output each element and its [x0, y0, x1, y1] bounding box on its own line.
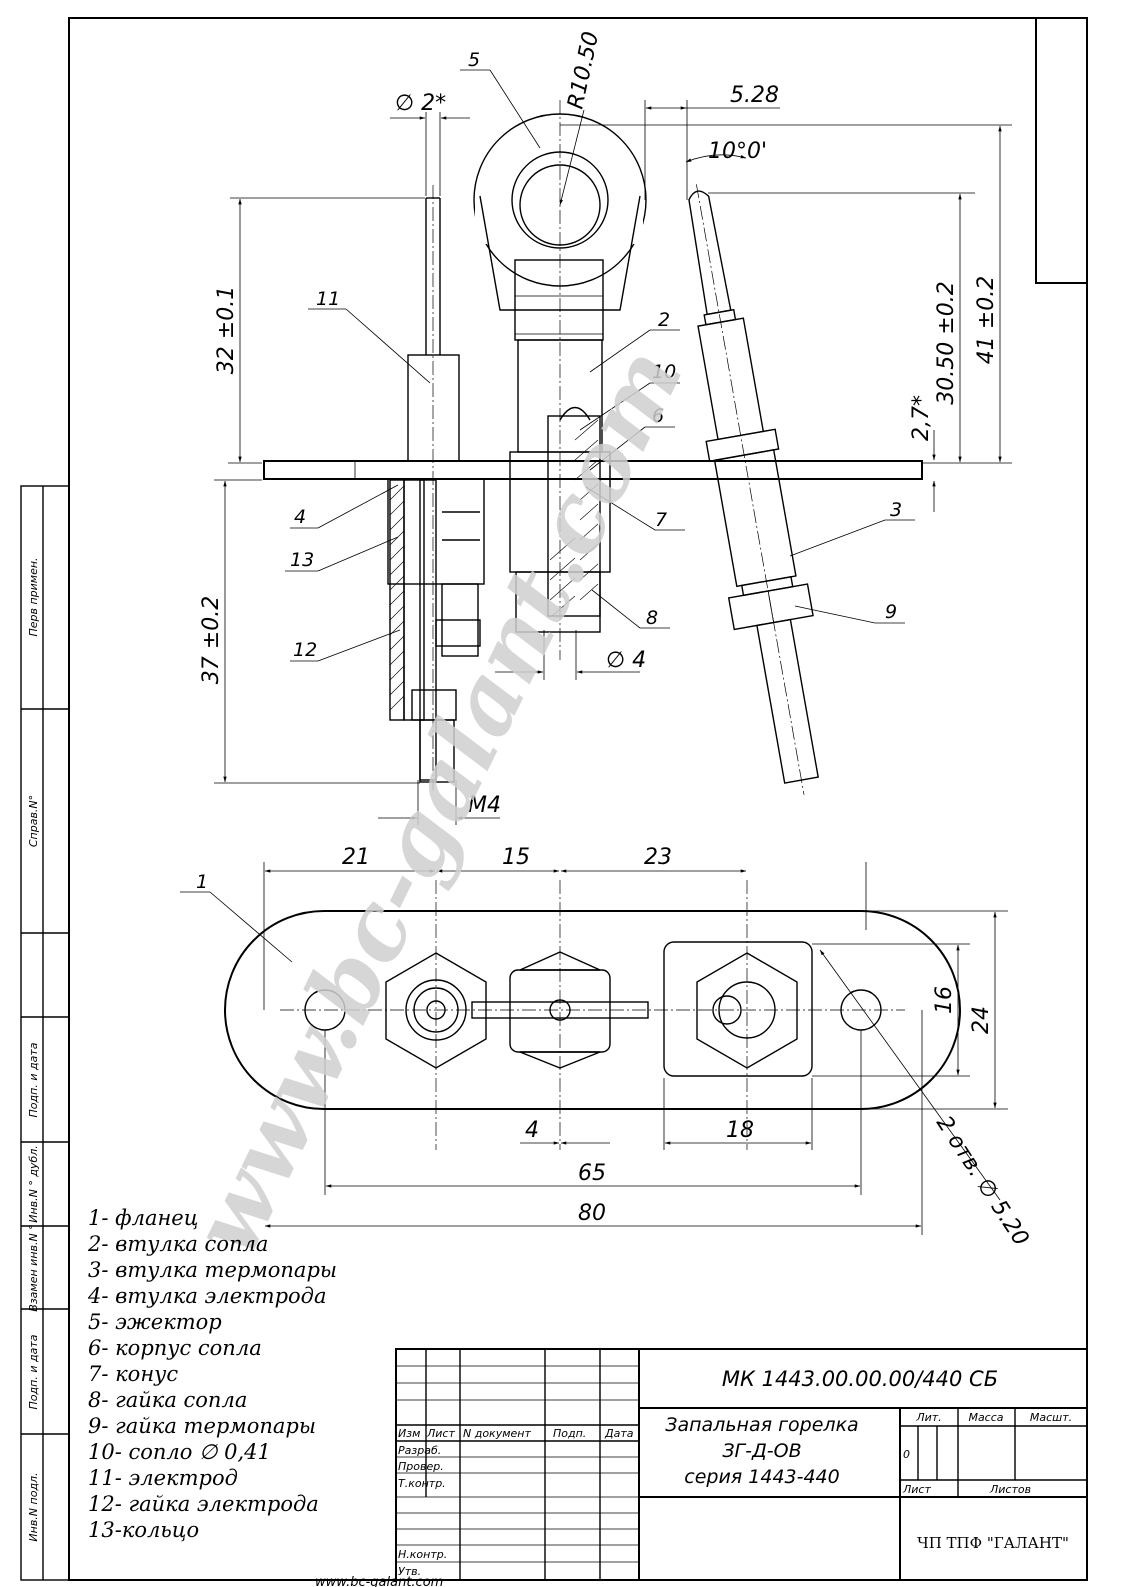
legend-item-8: 8- гайка сопла: [88, 1388, 247, 1412]
dim-30-50: 30.50 ±0.2: [934, 281, 959, 404]
tb-lit-value: 0: [903, 1448, 910, 1461]
legend-item-12: 12- гайка электрода: [88, 1492, 319, 1516]
tb-sheet: Лист: [902, 1483, 931, 1496]
title-block: Изм Лист N документ Подп. Дата Разраб. П…: [395, 1348, 1088, 1581]
tb-col-ndoc: N документ: [463, 1427, 531, 1440]
leader-9: 9: [885, 601, 897, 623]
leader-3: 3: [890, 499, 902, 521]
dim-18: 18: [726, 1118, 754, 1143]
dim-m4: M4: [468, 793, 501, 818]
stamp-podp-data-2: Подп. и дата: [27, 1334, 40, 1409]
legend-item-10: 10- сопло ∅ 0,41: [88, 1440, 271, 1464]
legend-item-5: 5- эжектор: [88, 1310, 222, 1334]
tb-designation: МК 1443.00.00.00/440 СБ: [722, 1367, 998, 1391]
tb-row-nkontr: Н.контр.: [398, 1548, 447, 1561]
tb-row-tkontr: Т.контр.: [398, 1477, 446, 1490]
stamp-inv-podl: Инв.N подл.: [27, 1472, 40, 1541]
side-stamp: Перв примен. Справ.N° Подп. и дата Инв.N…: [20, 485, 70, 1581]
dim-24: 24: [969, 1006, 994, 1034]
dim-diameter-4: ∅ 4: [606, 648, 646, 673]
tb-row-prover: Провер.: [398, 1460, 444, 1473]
dim-16: 16: [932, 986, 957, 1014]
leader-13: 13: [290, 549, 314, 571]
leader-8: 8: [646, 607, 658, 629]
dim-5-28: 5.28: [730, 83, 779, 108]
dim-80: 80: [578, 1201, 606, 1226]
tb-sheets: Листов: [989, 1483, 1031, 1496]
dim-37: 37 ±0.2: [199, 596, 224, 684]
legend-item-3: 3- втулка термопары: [88, 1258, 337, 1282]
dim-radius-10-50: R10.50: [563, 29, 604, 111]
leader-7: 7: [655, 509, 667, 531]
legend-item-6: 6- корпус сопла: [88, 1336, 262, 1360]
tb-masshtab: Масшт.: [1030, 1411, 1072, 1424]
front-view: [263, 100, 923, 795]
watermark: www.bc-galant.com: [171, 331, 704, 1271]
leader-1: 1: [196, 871, 208, 893]
dim-41: 41 ±0.2: [974, 276, 999, 364]
stamp-inv-dubl: Инв.N ° дубл.: [27, 1145, 40, 1223]
tb-organization: ЧП ТПФ "ГАЛАНТ": [917, 1534, 1069, 1552]
stamp-perv-primen: Перв примен.: [27, 557, 40, 636]
dim-2-7: 2,7*: [909, 395, 934, 441]
legend-item-4: 4- втулка электрода: [87, 1284, 327, 1308]
dim-32: 32 ±0.1: [214, 286, 239, 374]
leader-12: 12: [293, 639, 317, 661]
legend-item-13: 13-кольцо: [88, 1518, 199, 1542]
leader-2: 2: [658, 309, 670, 331]
dim-diameter-2: ∅ 2*: [395, 91, 446, 116]
legend-item-9: 9- гайка термопары: [88, 1414, 316, 1438]
leader-6: 6: [652, 405, 664, 427]
dim-21: 21: [342, 845, 370, 870]
dimension-lines: [214, 100, 1012, 1235]
tb-massa: Масса: [968, 1411, 1003, 1424]
legend-item-7: 7- конус: [88, 1362, 178, 1386]
tb-col-izm: Изм: [398, 1427, 420, 1440]
tb-name-line3: серия 1443-440: [684, 1466, 840, 1488]
legend-item-1: 1- фланец: [88, 1206, 198, 1230]
stamp-vzamen-inv: Взамен инв.N °: [27, 1224, 40, 1311]
leader-4: 4: [294, 506, 306, 528]
dim-holes: 2 отв. ∅ 5.20: [931, 1112, 1033, 1251]
dim-23: 23: [644, 845, 672, 870]
part-leaders: 5 11 2 10 6 4 13 7 3 8 9 12 1: [180, 49, 915, 963]
legend-item-11: 11- электрод: [88, 1466, 238, 1490]
tb-col-list: Лист: [426, 1427, 455, 1440]
leader-5: 5: [468, 49, 480, 71]
dim-angle-10: 10°0': [708, 139, 767, 164]
dim-65: 65: [578, 1161, 606, 1186]
tb-row-utv: Утв.: [398, 1565, 421, 1578]
thermocouple-assembly: [688, 184, 819, 795]
nozzle-body-hatch: [549, 419, 599, 617]
parts-legend: 1- фланец 2- втулка сопла 3- втулка терм…: [87, 1206, 337, 1542]
dim-15: 15: [502, 845, 530, 870]
tb-row-razrab: Разраб.: [398, 1444, 441, 1457]
stamp-podp-data-1: Подп. и дата: [27, 1042, 40, 1117]
tb-lit: Лит.: [915, 1411, 941, 1424]
tb-col-data: Дата: [604, 1427, 634, 1440]
leader-10: 10: [652, 361, 676, 383]
electrode-sleeve-hatch: [389, 479, 405, 721]
tb-col-podp: Подп.: [553, 1427, 586, 1440]
dim-4: 4: [525, 1118, 539, 1143]
leader-11: 11: [316, 288, 340, 310]
stamp-sprav-n: Справ.N°: [27, 795, 40, 847]
footer-url: www.bc-galant.com: [315, 1575, 443, 1587]
legend-item-2: 2- втулка сопла: [87, 1232, 268, 1256]
tb-name-line1: Запальная горелка: [665, 1414, 858, 1436]
tb-name-line2: ЗГ-Д-ОВ: [722, 1440, 801, 1462]
